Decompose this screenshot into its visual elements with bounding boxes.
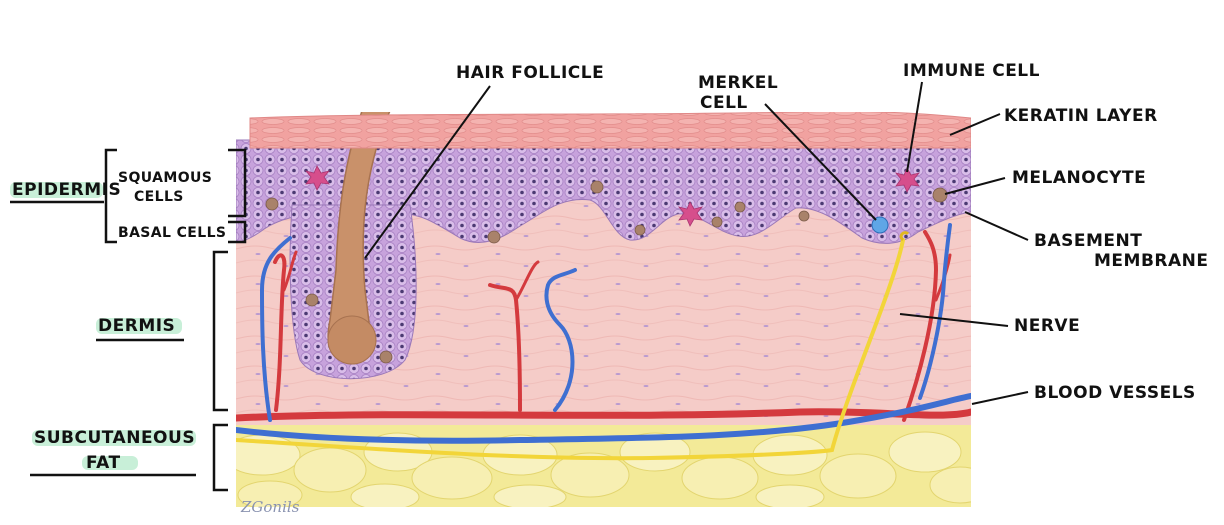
blood-vessels-leader: [972, 392, 1028, 404]
keratin-layer: [250, 111, 971, 148]
hair-bulb: [328, 316, 376, 364]
keratin-layer-label: KERATIN LAYER: [1004, 106, 1158, 126]
subcutaneous-label-line2: FAT: [86, 453, 121, 473]
basement-leader: [965, 212, 1028, 240]
signature-text: ZGonils: [240, 498, 300, 516]
basement-label-line1: BASEMENT: [1034, 231, 1142, 251]
immune-cell-label: IMMUNE CELL: [903, 61, 1040, 81]
dermis-bracket: [214, 252, 228, 410]
skin-cross-section: [222, 10, 992, 515]
merkel-label-line1: MERKEL: [698, 73, 778, 93]
basal-label: BASAL CELLS: [118, 225, 226, 241]
dermis-label: DERMIS: [98, 316, 175, 336]
squamous-label-line1: SQUAMOUS: [118, 170, 212, 186]
squamous-label-line2: CELLS: [134, 189, 184, 205]
basement-label-line2: MEMBRANE: [1094, 251, 1209, 271]
melanocyte-label: MELANOCYTE: [1012, 168, 1146, 188]
epidermis-label: EPIDERMIS: [12, 180, 121, 200]
artist-signature: ZGonils: [240, 498, 300, 516]
hair-follicle-label: HAIR FOLLICLE: [456, 63, 604, 83]
blood-vessels-label: BLOOD VESSELS: [1034, 383, 1196, 403]
left-annotations: EPIDERMIS SQUAMOUS CELLS BASAL CELLS DER…: [10, 150, 245, 490]
merkel-label-line2: CELL: [700, 93, 748, 113]
subcutaneous-bracket: [214, 425, 228, 490]
subcutaneous-label-line1: SUBCUTANEOUS: [34, 428, 195, 448]
nerve-label: NERVE: [1014, 316, 1080, 336]
